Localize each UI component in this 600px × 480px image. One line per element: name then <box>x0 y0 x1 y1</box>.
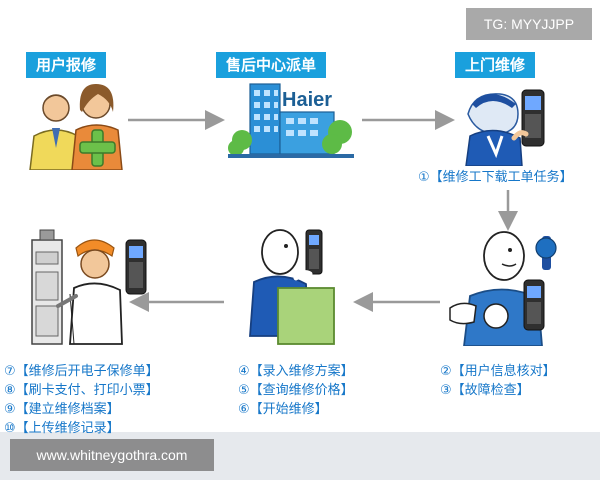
task-item: ②【用户信息核对】 <box>440 364 556 379</box>
task-list-repair: ④【录入维修方案】 ⑤【查询维修价格】 ⑥【开始维修】 <box>238 362 354 419</box>
task-item: ⑩【上传维修记录】 <box>4 421 120 436</box>
haier-building-icon: Haier <box>228 83 354 158</box>
task-item: ⑦【维修后开电子保修单】 <box>4 364 159 379</box>
task-item: ③【故障检查】 <box>440 383 530 398</box>
watermark-label: www.whitneygothra.com <box>10 439 214 471</box>
technician-with-terminal-icon <box>465 89 545 166</box>
task-item: ⑧【刷卡支付、打印小票】 <box>4 383 159 398</box>
tag-label: TG: MYYJJPP <box>466 8 592 40</box>
task-item: ⑥【开始维修】 <box>238 402 328 417</box>
technician-with-wrench-terminal-icon <box>449 231 557 346</box>
task-list-check: ②【用户信息核对】 ③【故障检查】 <box>440 362 556 400</box>
technician-at-desk-icon <box>249 229 335 345</box>
step-title-dispatch: 售后中心派单 <box>216 52 327 78</box>
task-list-onsite: ①【维修工下载工单任务】 <box>418 168 573 187</box>
task-item: ⑤【查询维修价格】 <box>238 383 354 398</box>
step-title-onsite-repair: 上门维修 <box>455 52 536 78</box>
step-title-user-report: 用户报修 <box>26 52 107 78</box>
technician-with-machine-icon <box>31 229 147 345</box>
task-list-finish: ⑦【维修后开电子保修单】 ⑧【刷卡支付、打印小票】 ⑨【建立维修档案】 ⑩【上传… <box>4 362 159 438</box>
user-couple-icon <box>29 84 123 170</box>
task-item: ⑨【建立维修档案】 <box>4 402 120 417</box>
task-item: ④【录入维修方案】 <box>238 364 354 379</box>
building-logo: Haier <box>282 89 332 111</box>
task-item: ①【维修工下载工单任务】 <box>418 170 573 185</box>
